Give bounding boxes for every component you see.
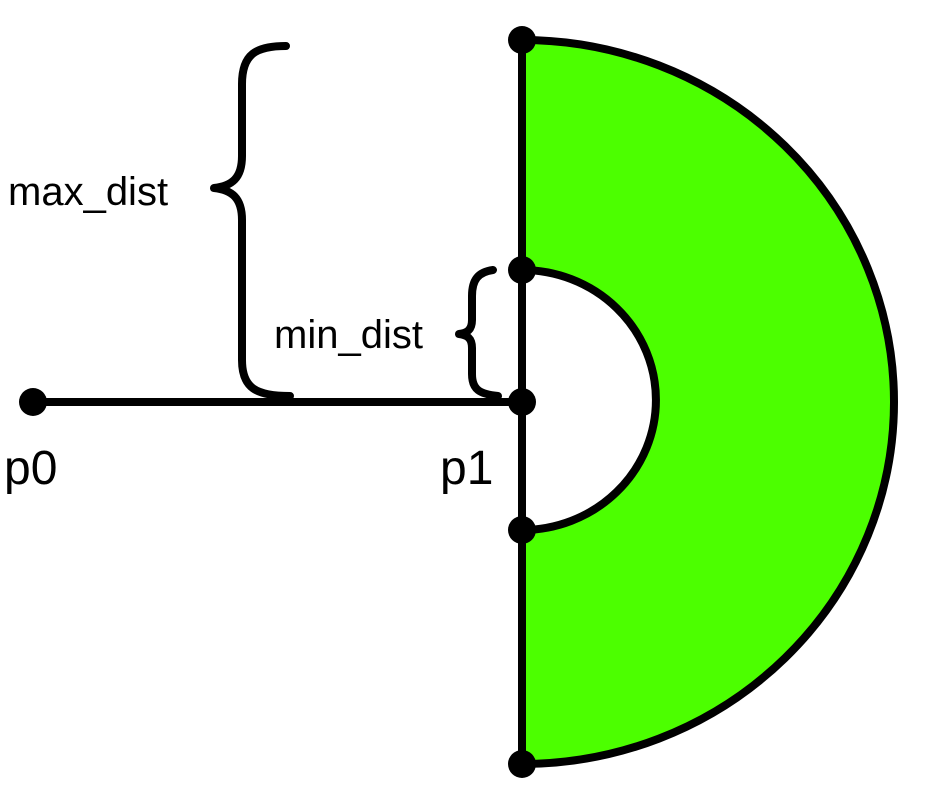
point-inner-top (508, 256, 536, 284)
p1-label: p1 (440, 442, 493, 495)
point-outer-bottom (508, 750, 536, 778)
min-dist-brace (455, 266, 502, 400)
max-dist-label: max_dist (8, 170, 168, 214)
max-dist-brace (210, 42, 294, 400)
point-p0 (19, 388, 47, 416)
min-dist-label: min_dist (274, 313, 423, 357)
p0-label: p0 (4, 442, 57, 495)
annulus-region (518, 36, 898, 768)
point-inner-bottom (508, 516, 536, 544)
point-p1 (508, 388, 536, 416)
point-outer-top (508, 26, 536, 54)
